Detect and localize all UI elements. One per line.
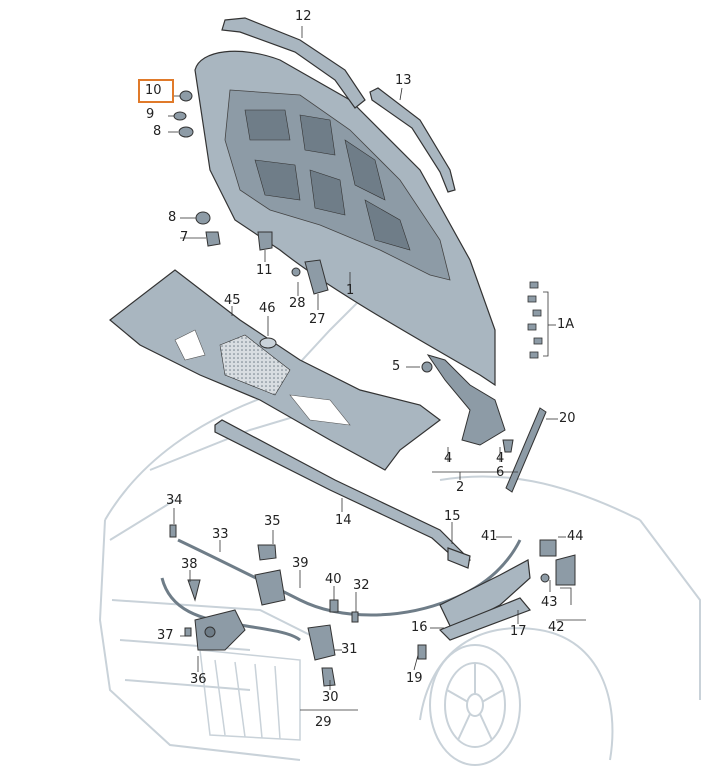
label-29[interactable]: 29	[315, 715, 332, 730]
gas-strut-20	[505, 407, 547, 493]
hood-seal-12	[221, 17, 366, 109]
label-45[interactable]: 45	[224, 293, 241, 308]
label-17[interactable]: 17	[510, 624, 527, 639]
label-6[interactable]: 6	[496, 465, 505, 480]
label-14[interactable]: 14	[335, 513, 352, 528]
side-panel-16	[438, 547, 532, 641]
lock-36	[194, 609, 246, 651]
label-33[interactable]: 33	[212, 527, 229, 542]
label-42[interactable]: 42	[548, 620, 565, 635]
bolt-set-1A	[527, 281, 543, 359]
label-11[interactable]: 11	[256, 263, 273, 278]
label-4-right[interactable]: 4	[496, 451, 505, 466]
label-39[interactable]: 39	[292, 556, 309, 571]
label-46[interactable]: 46	[259, 301, 276, 316]
label-1[interactable]: 1	[346, 283, 355, 298]
label-8-lower[interactable]: 8	[168, 210, 177, 225]
label-28[interactable]: 28	[289, 296, 306, 311]
actuator-39	[254, 544, 286, 606]
label-30[interactable]: 30	[322, 690, 339, 705]
label-8-upper[interactable]: 8	[153, 124, 162, 139]
hood-seal-13	[369, 87, 456, 193]
hood-hinge-4	[421, 354, 506, 446]
lock-bracket-27	[291, 259, 329, 295]
lock-29	[307, 624, 336, 687]
label-36[interactable]: 36	[190, 672, 207, 687]
label-35[interactable]: 35	[264, 514, 281, 529]
label-5[interactable]: 5	[392, 359, 401, 374]
label-43[interactable]: 43	[541, 595, 558, 610]
label-15[interactable]: 15	[444, 509, 461, 524]
label-4-left[interactable]: 4	[444, 451, 453, 466]
cap-46	[259, 337, 277, 349]
label-31[interactable]: 31	[341, 642, 358, 657]
hood-panel	[194, 50, 496, 387]
label-19[interactable]: 19	[406, 671, 423, 686]
label-12[interactable]: 12	[295, 9, 312, 24]
label-37[interactable]: 37	[157, 628, 174, 643]
label-2[interactable]: 2	[456, 480, 465, 495]
label-40[interactable]: 40	[325, 572, 342, 587]
label-9[interactable]: 9	[146, 107, 155, 122]
label-27[interactable]: 27	[309, 312, 326, 327]
front-grille	[199, 649, 301, 741]
small-fasteners-left	[173, 90, 273, 251]
label-1A[interactable]: 1A	[557, 317, 575, 332]
label-38[interactable]: 38	[181, 557, 198, 572]
plenum-panel-45	[109, 269, 441, 471]
label-34[interactable]: 34	[166, 493, 183, 508]
label-44[interactable]: 44	[567, 529, 584, 544]
leader-lines	[168, 26, 586, 711]
highlight-box-10	[138, 79, 174, 103]
bolt-6	[502, 439, 514, 453]
label-13[interactable]: 13	[395, 73, 412, 88]
label-16[interactable]: 16	[411, 620, 428, 635]
label-20[interactable]: 20	[559, 411, 576, 426]
label-7[interactable]: 7	[180, 230, 189, 245]
label-10[interactable]: 10	[145, 83, 162, 98]
release-cable	[177, 538, 522, 617]
label-32[interactable]: 32	[353, 578, 370, 593]
label-41[interactable]: 41	[481, 529, 498, 544]
small-clips	[169, 524, 576, 660]
front-wheel	[429, 644, 521, 766]
